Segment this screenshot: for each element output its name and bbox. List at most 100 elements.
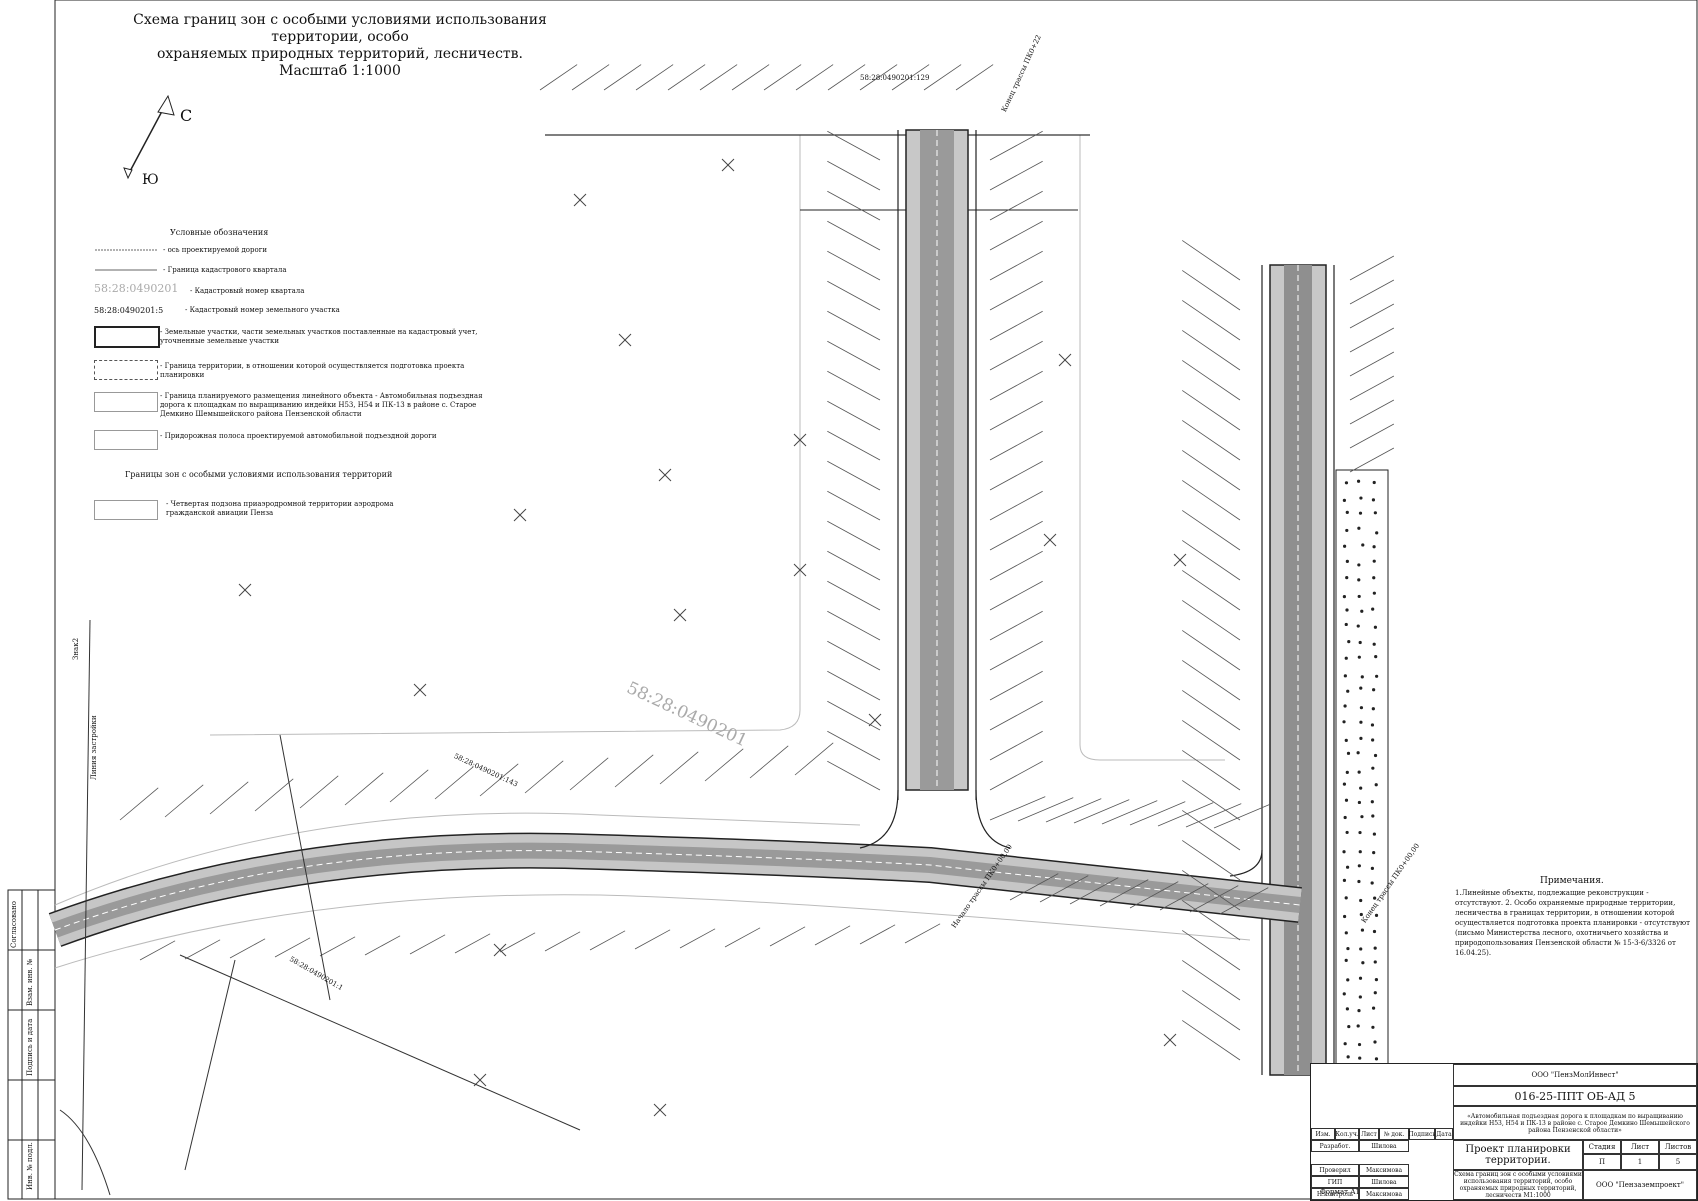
survey-tick — [955, 64, 994, 91]
survey-tick — [1069, 877, 1119, 905]
forest-dot — [1357, 594, 1361, 599]
forest-dot — [1357, 864, 1361, 868]
forest-dot — [1357, 578, 1361, 582]
cross-mark — [673, 608, 687, 622]
forest-dot — [1361, 961, 1365, 965]
forest-dots — [1342, 479, 1379, 1061]
stamp-sheet: 1 — [1621, 1154, 1659, 1170]
legend-item-roadside: - Придорожная полоса проектируемой автом… — [160, 432, 437, 440]
survey-tick — [1349, 327, 1395, 353]
survey-tick — [1182, 930, 1241, 971]
survey-tick — [1182, 630, 1241, 671]
forest-dot — [1346, 1055, 1350, 1059]
north-arrow — [123, 94, 175, 180]
stamp-role-1: Проверил — [1311, 1164, 1359, 1176]
survey-tick — [989, 250, 1043, 281]
forest-dot — [1344, 622, 1348, 627]
forest-dot — [1345, 576, 1349, 580]
cross-mark — [413, 683, 427, 697]
forest-dot — [1374, 783, 1378, 787]
forest-dot — [1342, 498, 1346, 502]
survey-tick — [1182, 900, 1241, 941]
survey-tick — [184, 939, 221, 960]
survey-tick — [989, 700, 1043, 731]
survey-tick — [589, 930, 626, 951]
forest-dot — [1370, 881, 1374, 885]
cross-mark — [1043, 533, 1057, 547]
legend-item-zone: - Четвертая подзона приаэродромной терри… — [166, 500, 394, 517]
survey-tick — [1189, 885, 1239, 913]
title-line-1: Схема границ зон с особыми условиями исп… — [133, 12, 547, 45]
forest-dot — [1343, 914, 1347, 919]
forest-dot — [1357, 770, 1361, 774]
survey-tick — [814, 925, 851, 946]
survey-tick — [989, 130, 1043, 161]
forest-dot — [1345, 510, 1349, 514]
survey-tick — [1349, 279, 1395, 305]
survey-tick — [389, 769, 429, 803]
survey-tick — [827, 310, 881, 341]
survey-tick — [319, 936, 356, 957]
survey-tick — [827, 550, 881, 581]
forest-dot — [1372, 929, 1377, 934]
forest-dot — [1371, 707, 1375, 711]
forest-dot — [1357, 1009, 1361, 1013]
survey-tick — [731, 64, 770, 91]
cross-mark — [513, 508, 527, 522]
forest-dot — [1360, 815, 1364, 819]
survey-tick — [1182, 1020, 1241, 1061]
survey-tick — [827, 370, 881, 401]
forest-dot — [1344, 738, 1348, 742]
survey-tick — [539, 64, 578, 91]
survey-tick — [364, 935, 401, 956]
survey-tick — [827, 580, 881, 611]
forest-dot — [1347, 1024, 1351, 1029]
survey-marks — [119, 64, 1395, 1061]
stamp-name-1: Максимова — [1359, 1164, 1409, 1176]
survey-tick — [434, 766, 474, 800]
forest-dot — [1346, 946, 1350, 951]
survey-tick — [827, 250, 881, 281]
survey-tick — [1182, 780, 1241, 821]
survey-tick — [1101, 800, 1158, 825]
cross-mark — [1058, 353, 1072, 367]
cross-mark — [493, 943, 507, 957]
survey-tick — [1099, 879, 1149, 907]
stamp-sheets-header: Листов — [1659, 1140, 1697, 1154]
stamp-col-2: Лист — [1359, 1128, 1379, 1140]
survey-tick — [1182, 690, 1241, 731]
forest-dot — [1357, 563, 1361, 567]
forest-dot — [1372, 591, 1376, 595]
cross-mark — [1173, 553, 1187, 567]
forest-dot — [1343, 815, 1347, 820]
forest-dot — [1359, 686, 1363, 690]
legend-item-parcels: - Земельные участки, части земельных уча… — [160, 328, 478, 345]
north-label: С — [180, 106, 193, 125]
forest-dot — [1357, 655, 1361, 659]
forest-dot — [1344, 896, 1348, 900]
stamp-role-2: ГИП — [1311, 1176, 1359, 1188]
survey-tick — [989, 520, 1043, 551]
forest-dot — [1343, 674, 1347, 678]
survey-tick — [891, 64, 930, 91]
survey-tick — [989, 670, 1043, 701]
stamp-stage: П — [1583, 1154, 1621, 1170]
survey-tick — [827, 670, 881, 701]
survey-tick — [827, 730, 881, 761]
survey-tick — [571, 64, 610, 91]
survey-tick — [989, 760, 1043, 791]
survey-tick — [1182, 600, 1241, 641]
survey-tick — [724, 927, 761, 948]
survey-tick — [454, 933, 491, 954]
stamp-role-0: Разработ. — [1311, 1140, 1359, 1152]
forest-dot — [1343, 544, 1347, 548]
survey-tick — [989, 610, 1043, 641]
survey-tick — [254, 778, 294, 812]
forest-dot — [1371, 607, 1375, 611]
survey-tick — [164, 784, 204, 818]
survey-tick — [659, 751, 699, 785]
forest-dot — [1345, 1007, 1349, 1011]
forest-dot — [1373, 511, 1377, 515]
survey-tick — [1182, 990, 1241, 1031]
